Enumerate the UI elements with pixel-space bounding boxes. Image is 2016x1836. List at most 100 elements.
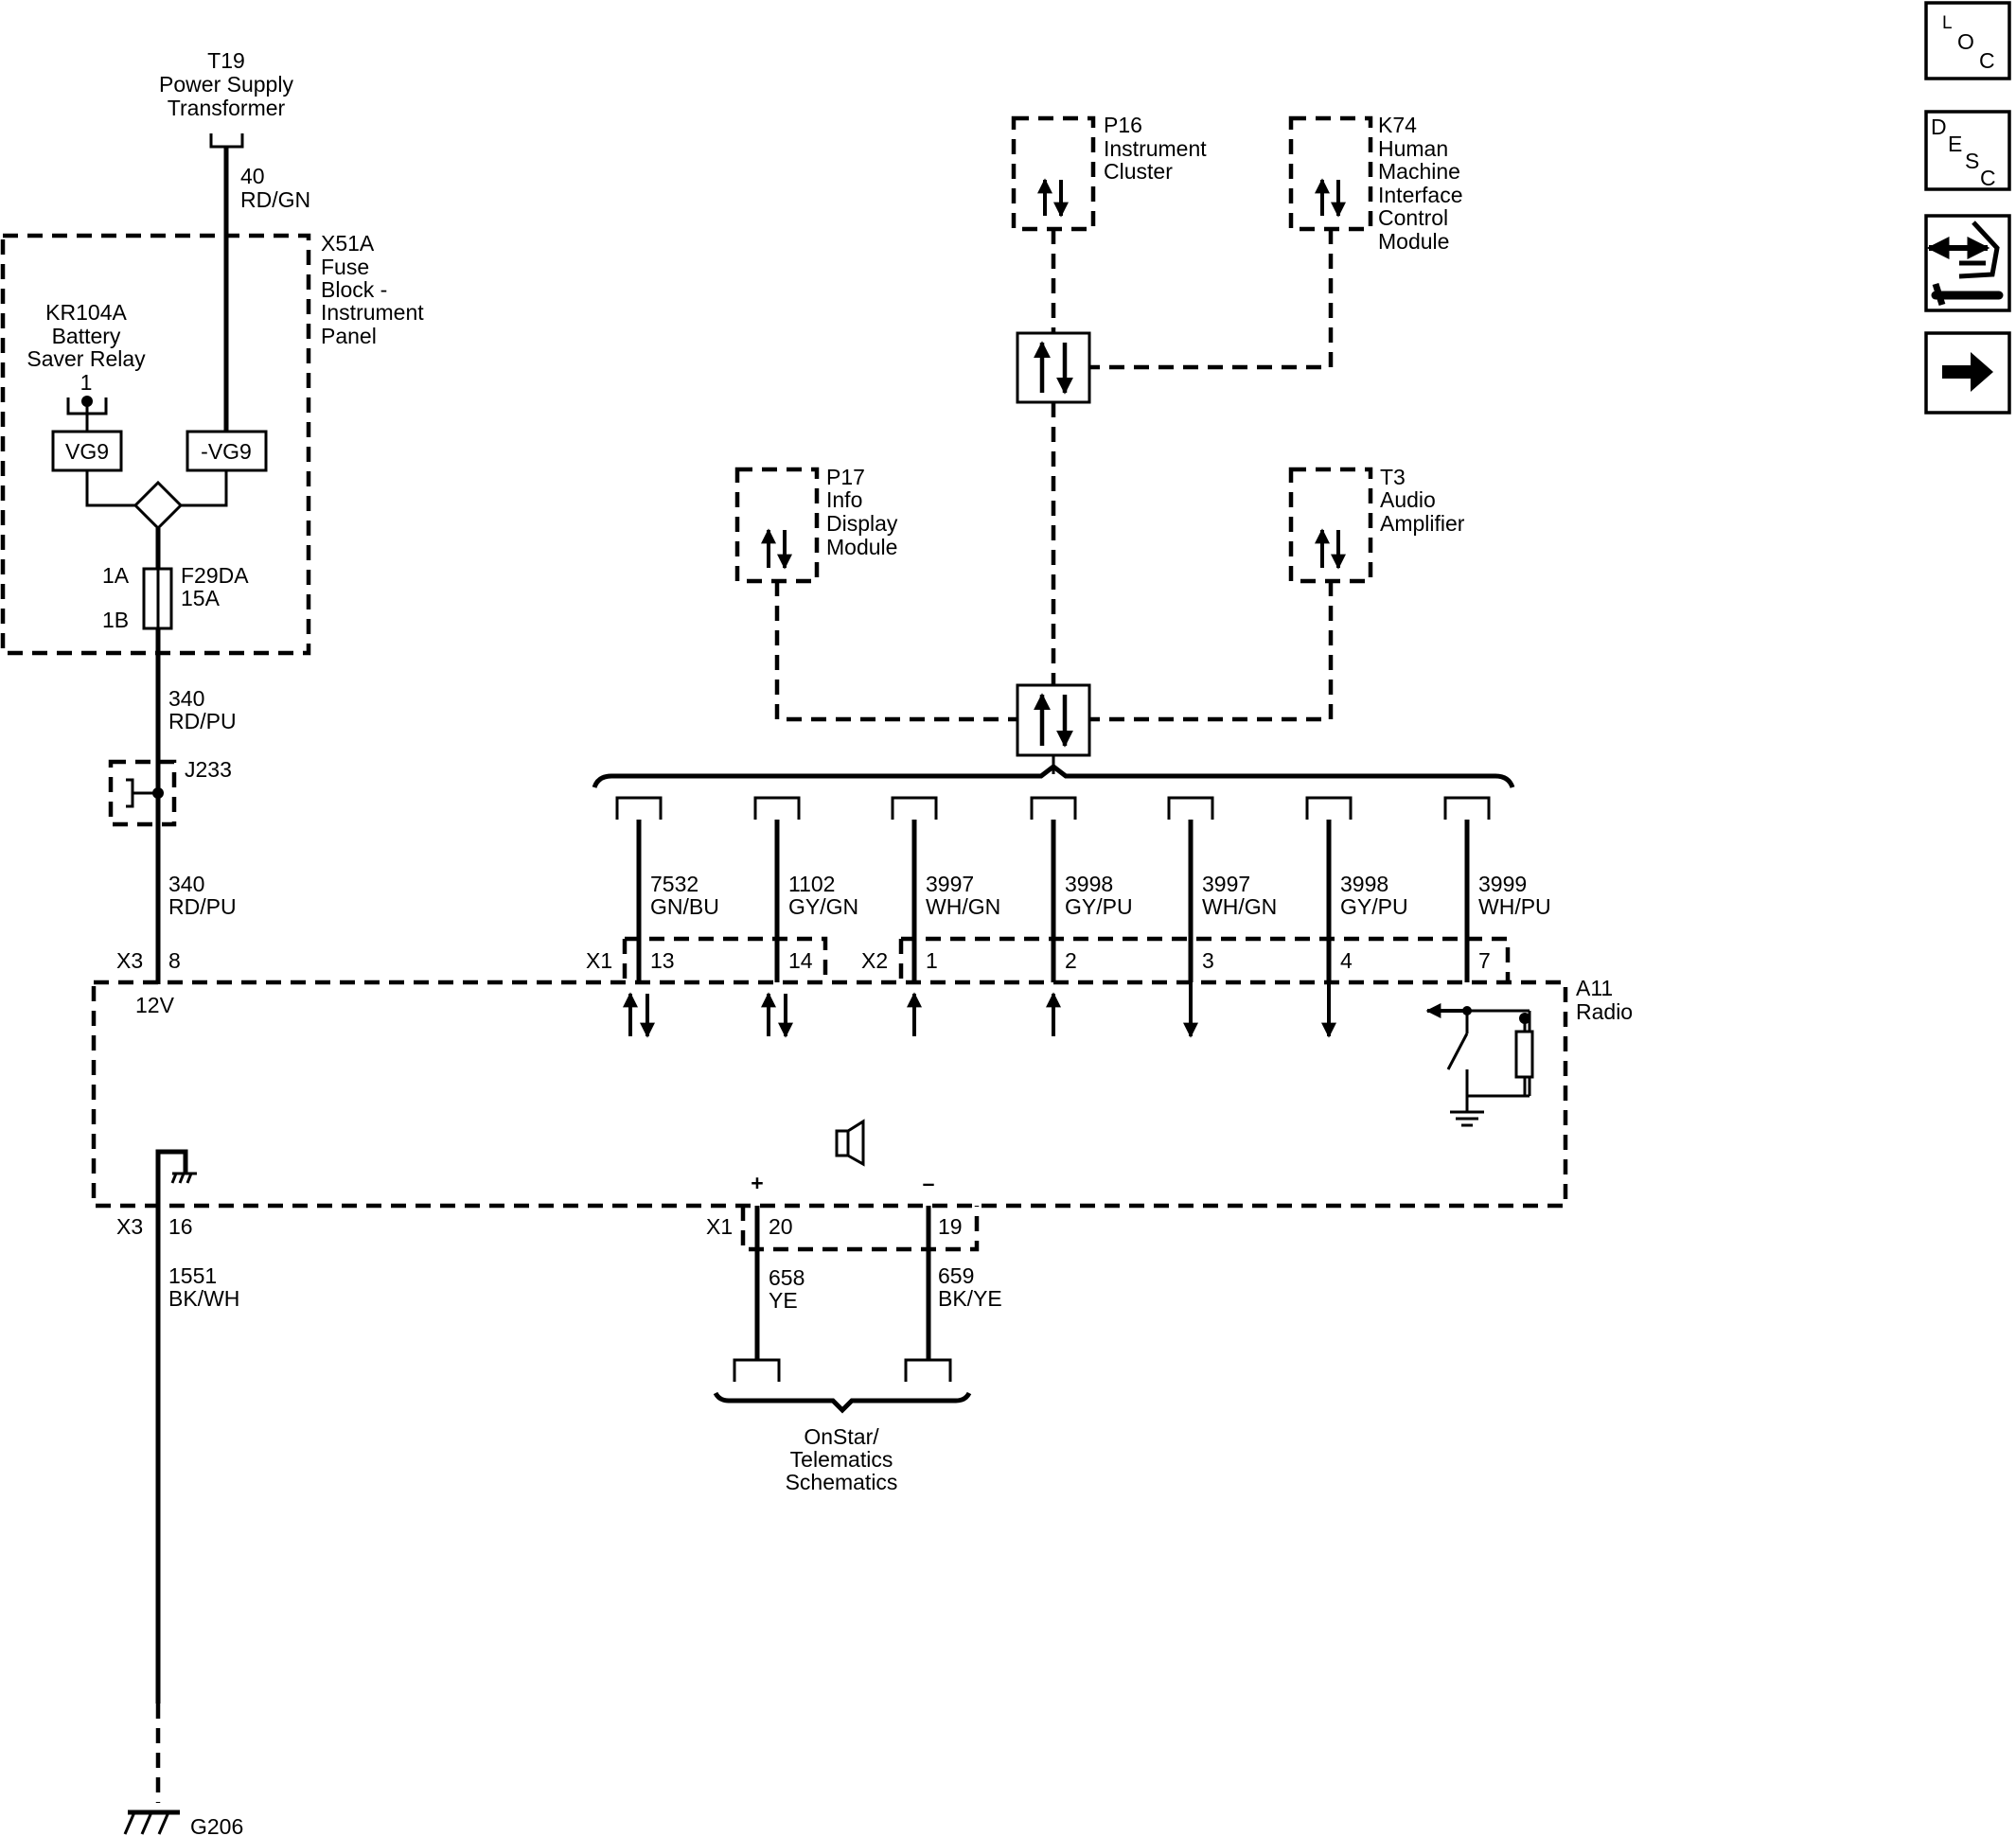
svg-text:Schematics: Schematics [786, 1470, 898, 1494]
pin-number: 13 [650, 948, 675, 973]
pin-number: 2 [1065, 948, 1077, 973]
svg-text:X51A: X51A [321, 231, 375, 256]
x3-connector-label: X3 [116, 948, 143, 973]
svg-text:C: C [1979, 48, 1995, 73]
svg-text:1B: 1B [102, 608, 129, 632]
kr104a-battery-saver-relay: KR104A Battery Saver Relay 1 [27, 300, 146, 432]
svg-text:Machine: Machine [1378, 159, 1460, 184]
svg-text:Saver Relay: Saver Relay [27, 346, 146, 371]
svg-text:Info: Info [826, 487, 862, 512]
a11-label: A11 [1576, 976, 1613, 1000]
connector-label: X1 [586, 948, 612, 973]
svg-text:Instrument: Instrument [321, 300, 424, 325]
wire-color: WH/GN [1202, 894, 1277, 919]
svg-text:16: 16 [168, 1214, 193, 1239]
speaker-icon [835, 1119, 865, 1167]
svg-text:Interface: Interface [1378, 183, 1463, 207]
svg-text:K74: K74 [1378, 113, 1417, 137]
circuit-number: 3997 [926, 872, 974, 896]
pin-number: 4 [1340, 948, 1353, 973]
locator-button[interactable]: L O C [1924, 1, 2011, 80]
arrow-right-icon [1942, 352, 1993, 392]
svg-text:Module: Module [1378, 229, 1449, 254]
svg-text:OnStar/: OnStar/ [804, 1424, 879, 1449]
wire-color: GY/PU [1340, 894, 1408, 919]
t3-audio-amplifier: T3 Audio Amplifier [1288, 465, 1465, 584]
svg-text:Human: Human [1378, 136, 1448, 161]
svg-text:+: + [751, 1171, 763, 1195]
svg-text:RD/PU: RD/PU [168, 709, 237, 733]
svg-text:X1: X1 [706, 1214, 733, 1239]
svg-text:BK/YE: BK/YE [938, 1286, 1002, 1311]
j233-splice: J233 [108, 757, 232, 827]
pin-number: 14 [788, 948, 813, 973]
svg-text:X3: X3 [116, 1214, 143, 1239]
circuit-number: 3999 [1478, 872, 1527, 896]
svg-text:YE: YE [769, 1288, 798, 1313]
p17-info-display-module: P17 Info Display Module [734, 465, 898, 584]
svg-text:658: 658 [769, 1265, 805, 1290]
x1-connector-lower [740, 1206, 980, 1252]
serial-data-junction-upper [1016, 331, 1091, 404]
svg-text:O: O [1957, 29, 1974, 54]
serial-data-junction-lower [1016, 683, 1091, 757]
p16-instrument-cluster: P16 Instrument Cluster [1011, 113, 1207, 232]
svg-text:Cluster: Cluster [1104, 159, 1173, 184]
next-page-button[interactable] [1924, 331, 2011, 415]
vg9-box: VG9 [51, 430, 123, 472]
svg-text:Control: Control [1378, 205, 1448, 230]
svg-text:1: 1 [80, 370, 93, 395]
onstar-brace [713, 1391, 972, 1414]
svg-text:RD/PU: RD/PU [168, 894, 237, 919]
svg-text:P17: P17 [826, 465, 865, 489]
svg-text:Block -: Block - [321, 277, 387, 302]
pin-number: 1 [926, 948, 938, 973]
circuit-number: 3998 [1340, 872, 1388, 896]
svg-text:Audio: Audio [1380, 487, 1436, 512]
circuit-number: 7532 [650, 872, 699, 896]
circuit-number: 1102 [788, 872, 835, 896]
onstar-telematics-link[interactable]: OnStar/ Telematics Schematics [786, 1424, 898, 1494]
wire-color: GY/PU [1065, 894, 1133, 919]
svg-text:12V: 12V [135, 993, 175, 1017]
svg-text:Power Supply: Power Supply [159, 72, 293, 97]
x2-connector [898, 936, 1511, 982]
svg-text:G206: G206 [190, 1814, 243, 1836]
bus-wires: 7532GN/BU13X11102GY/GN143997WH/GN1X23998… [586, 796, 1551, 1038]
svg-text:Fuse: Fuse [321, 255, 369, 279]
neg-vg9-box: -VG9 [186, 430, 268, 472]
svg-text:P16: P16 [1104, 113, 1142, 137]
splice-diamond [133, 480, 184, 531]
t19-power-supply-transformer: T19 Power Supply Transformer [159, 48, 293, 149]
svg-text:L: L [1942, 13, 1953, 33]
g206-ground-icon: G206 [123, 1810, 243, 1836]
svg-text:Instrument: Instrument [1104, 136, 1207, 161]
connector-label: X2 [861, 948, 888, 973]
svg-text:T3: T3 [1380, 465, 1406, 489]
x1-connector-upper [622, 936, 828, 982]
x51a-label: X51A Fuse Block - Instrument Panel [321, 231, 424, 348]
circuit-number: 3997 [1202, 872, 1250, 896]
svg-text:F29DA: F29DA [181, 563, 249, 588]
description-button[interactable]: D E S C [1924, 110, 2011, 191]
svg-text:C: C [1980, 166, 1996, 190]
svg-text:Telematics: Telematics [790, 1447, 893, 1472]
wire-color: WH/GN [926, 894, 1000, 919]
svg-text:–: – [923, 1171, 935, 1195]
svg-text:Radio: Radio [1576, 999, 1633, 1024]
svg-text:20: 20 [769, 1214, 793, 1239]
svg-text:Module: Module [826, 535, 897, 559]
svg-text:KR104A: KR104A [45, 300, 127, 325]
wire-color: GY/GN [788, 894, 858, 919]
wire-color: GN/BU [650, 894, 719, 919]
svg-text:E: E [1948, 132, 1962, 156]
connector-view-icon[interactable] [1924, 214, 2011, 312]
svg-text:Panel: Panel [321, 324, 377, 348]
svg-text:19: 19 [938, 1214, 963, 1239]
svg-text:Display: Display [826, 511, 898, 536]
